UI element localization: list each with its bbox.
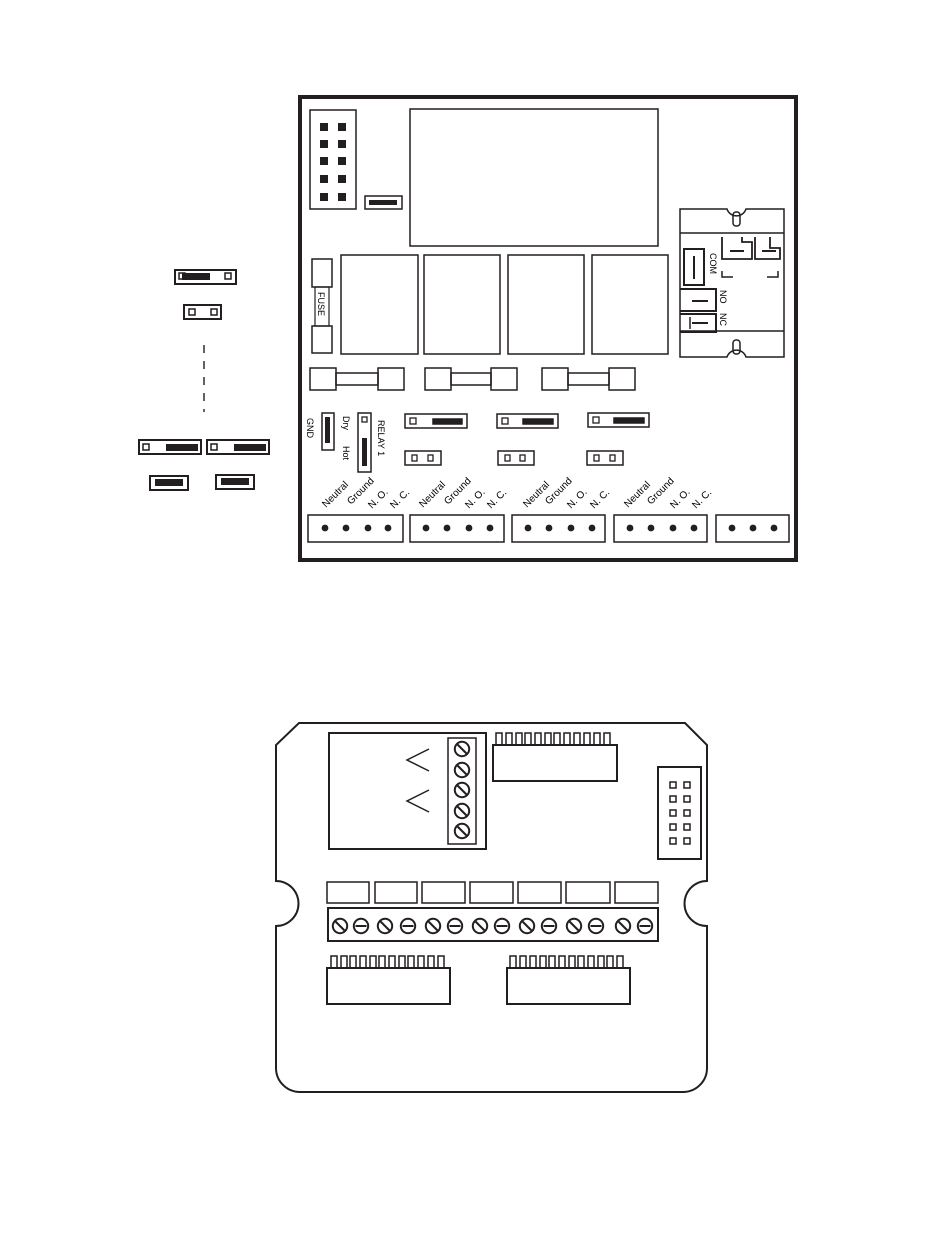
gnd-label: GND [305,418,315,439]
legend-jumper-pair-top [139,440,269,454]
relay-1-label: RELAY 1 [376,420,386,456]
legend-jumper-open [184,305,221,319]
relay-nc-label: NC [718,313,728,326]
hot-label: Hot [341,446,351,461]
legend-jumper-pair-bottom [150,475,254,490]
relay-no-label: NO [718,290,728,304]
legend-jumper-closed [175,270,236,284]
relay-com-label: COM [708,253,718,274]
jumper-legend [139,270,269,490]
fuse-label: FUSE [316,292,326,316]
relay-board: FUSE [300,97,796,560]
dry-label: Dry [341,416,351,430]
controller-board [276,723,707,1092]
